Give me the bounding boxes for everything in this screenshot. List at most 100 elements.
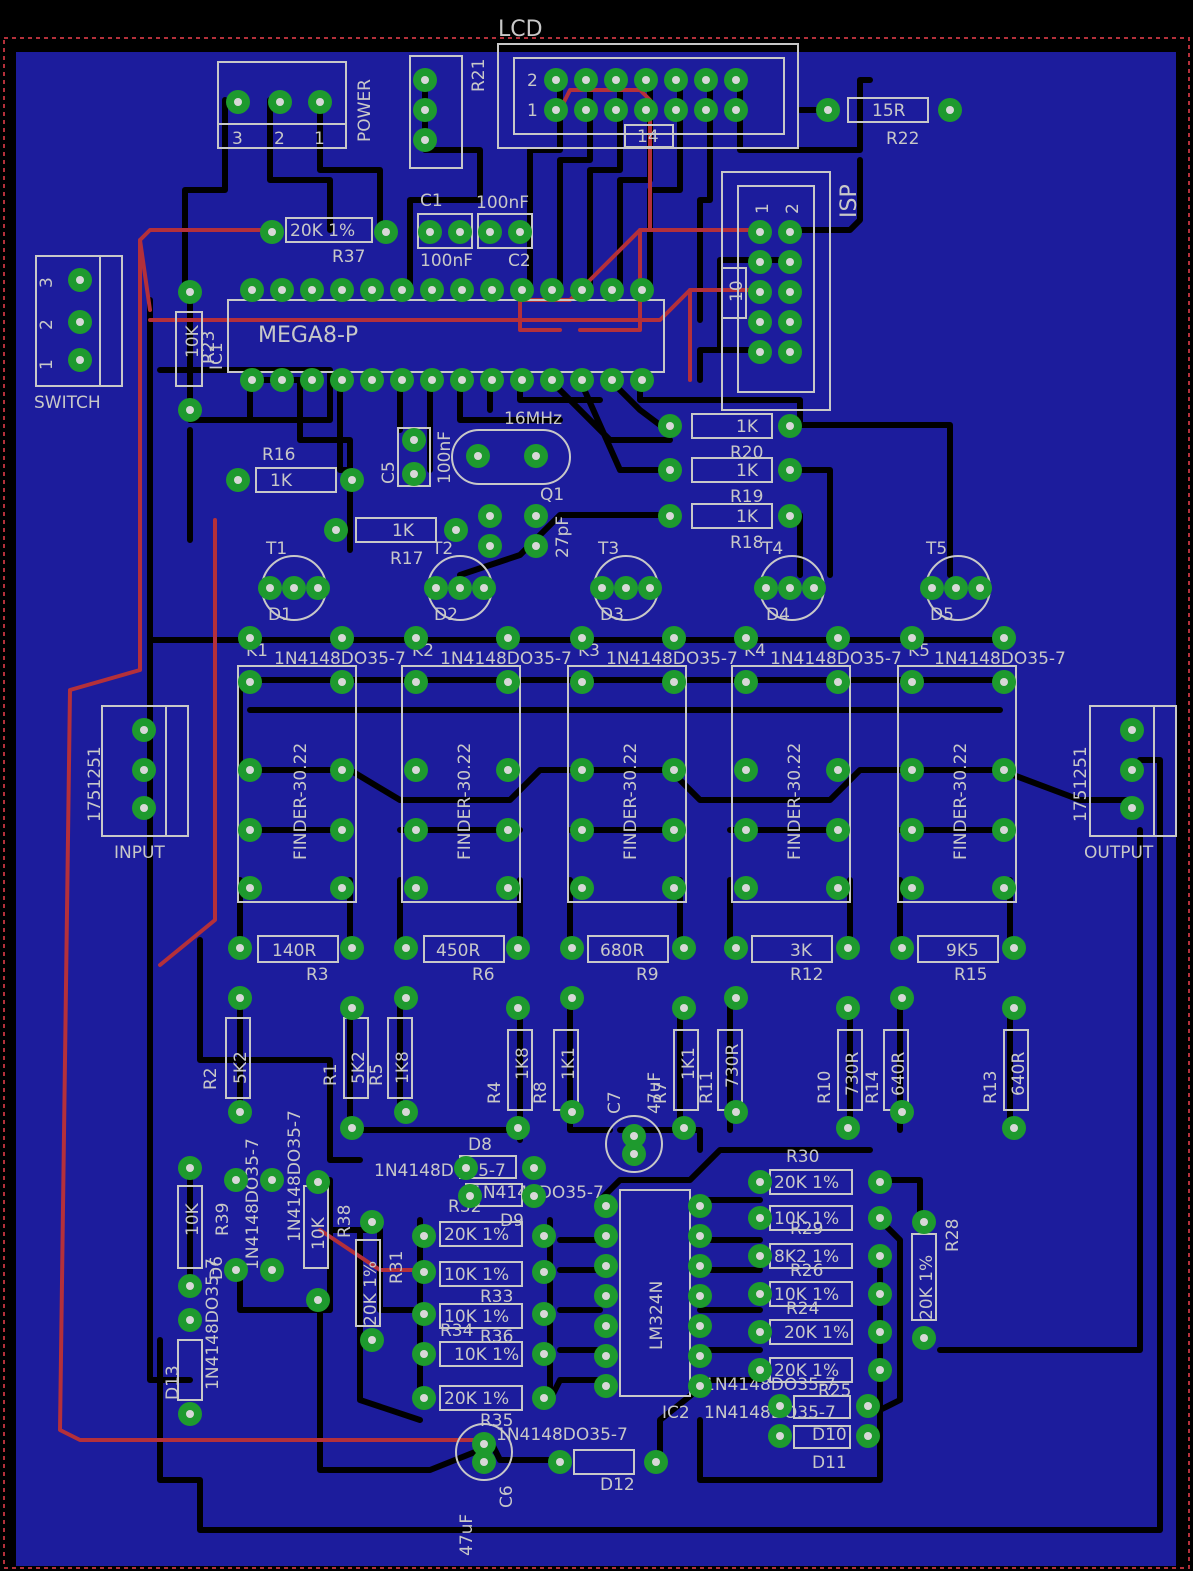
r30-val: 20K 1% (774, 1173, 839, 1193)
d8-pad (454, 1156, 478, 1180)
r24-ref: R24 (786, 1299, 819, 1319)
r14-ref: R14 (863, 1071, 883, 1104)
r16-pad (226, 468, 250, 492)
r35-ref: R35 (480, 1411, 513, 1431)
ch3-relay: FINDER-30.22 (621, 743, 641, 860)
relay-pad (826, 818, 850, 842)
mcu-pad (420, 368, 444, 392)
transistor-pad (778, 576, 802, 600)
r16-ref: R16 (262, 445, 295, 465)
vres-pad (836, 996, 860, 1020)
transistor-pad (920, 576, 944, 600)
ic2-pad (594, 1344, 618, 1368)
relay-pad (734, 758, 758, 782)
switch-pin3: 3 (37, 277, 57, 288)
r34-ref: R34 (440, 1321, 473, 1341)
crystal-q1: 16MHz Q1 27pF (451, 409, 573, 558)
crys-cap-pad (478, 534, 502, 558)
power-pad (308, 90, 332, 114)
d8-ref: D8 (468, 1135, 492, 1155)
ch1-rval: 140R (272, 941, 316, 961)
ch3-rval: 680R (600, 941, 644, 961)
lcd-pad (544, 68, 568, 92)
crystal-pad (466, 444, 490, 468)
power-label: POWER (355, 79, 375, 142)
r5-ref: R5 (367, 1063, 387, 1086)
lcd-pad (724, 68, 748, 92)
r38-pad (306, 1170, 330, 1194)
c2-val: 100nF (476, 193, 529, 213)
lcd-pad (544, 98, 568, 122)
mres-pad (532, 1302, 556, 1326)
rres-pad (868, 1206, 892, 1230)
c2-ref: C2 (508, 251, 531, 271)
d12-pad (644, 1450, 668, 1474)
crystal-ref: Q1 (540, 485, 564, 505)
relay-pad (570, 758, 594, 782)
ch2-rref: R6 (472, 965, 495, 985)
pad-layer (68, 68, 1144, 1474)
r17-pad (444, 518, 468, 542)
rres-pad (748, 1282, 772, 1306)
ch4-relay: FINDER-30.22 (785, 743, 805, 860)
input-pad (132, 758, 156, 782)
relay-pad (992, 876, 1016, 900)
switch-pad (68, 348, 92, 372)
crystal-freq: 16MHz (504, 409, 562, 429)
r-pad (778, 504, 802, 528)
relay-pad (826, 670, 850, 694)
r19-val: 1K (736, 461, 759, 481)
isp-label: ISP (837, 184, 862, 218)
mres-pad (532, 1342, 556, 1366)
d12-val: 1N4148DO35-7 (496, 1425, 628, 1445)
r22-pad (938, 98, 962, 122)
r33-ref: R33 (480, 1287, 513, 1307)
vres-pad (724, 1100, 748, 1124)
isp-pad (778, 340, 802, 364)
relay-pad (496, 670, 520, 694)
diode-pad (734, 626, 758, 650)
relay-pad (404, 670, 428, 694)
r36-val: 10K 1% (454, 1345, 519, 1365)
r23-pad (178, 398, 202, 422)
input-part: 1751251 (85, 746, 105, 822)
mcu-pad (390, 278, 414, 302)
mcu-pad (390, 368, 414, 392)
relay-pad (570, 818, 594, 842)
lcd-pad (664, 98, 688, 122)
c1-ref: C1 (420, 191, 443, 211)
res-pad (228, 936, 252, 960)
r26-ref: R26 (790, 1261, 823, 1281)
relay-pad (900, 758, 924, 782)
lcd-pin14-label: 14 (637, 127, 659, 147)
isp-connector: ISP 1 2 10 (721, 171, 862, 411)
c6-ref: C6 (497, 1485, 517, 1508)
ch5-rval: 9K5 (946, 941, 979, 961)
transistor-pad (424, 576, 448, 600)
c7-pad (622, 1124, 646, 1148)
mcu-pad (300, 278, 324, 302)
transistor-pad (448, 576, 472, 600)
relay-pad (662, 670, 686, 694)
lcd-pad (664, 68, 688, 92)
rres-pad (748, 1206, 772, 1230)
relay-pad (992, 670, 1016, 694)
relay-pad (734, 818, 758, 842)
diode-pad (496, 626, 520, 650)
mcu-pad (630, 368, 654, 392)
relay-pad (238, 670, 262, 694)
relay-pad (826, 876, 850, 900)
r21-ref: R21 (469, 59, 489, 92)
r38-pad (306, 1288, 330, 1312)
ch1-t: T1 (265, 539, 287, 559)
r37-val: 20K 1% (290, 221, 355, 241)
transistor-pad (944, 576, 968, 600)
lcd-pad (694, 98, 718, 122)
lcd-pad (634, 98, 658, 122)
transistor-pad (258, 576, 282, 600)
vres-pad (672, 996, 696, 1020)
mres-pad (412, 1386, 436, 1410)
d-pad (260, 1168, 284, 1192)
lower-left-parts: 10K R39 10K R38 1N4148DO35-7 1N4148DO35-… (163, 1110, 635, 1495)
